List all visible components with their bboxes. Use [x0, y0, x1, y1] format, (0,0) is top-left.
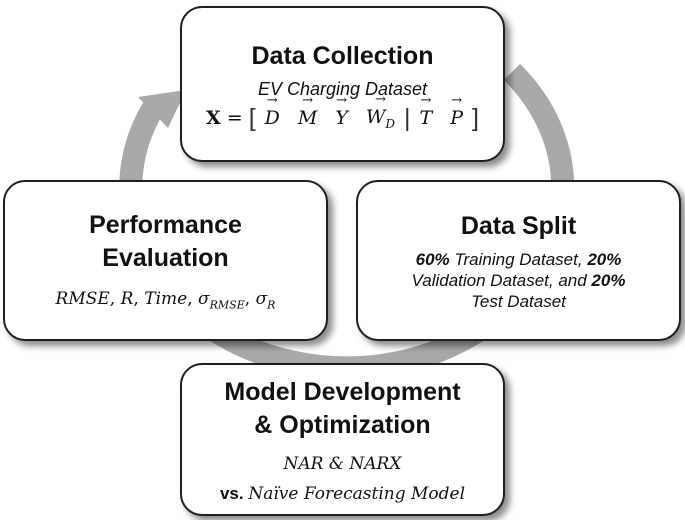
- performance-metrics: RMSE, R, Time, σRMSE, σR: [55, 289, 276, 312]
- model-methods: NAR & NARX: [283, 453, 402, 474]
- performance-evaluation-box: Performance Evaluation RMSE, R, Time, σR…: [3, 180, 328, 341]
- data-collection-box: Data Collection EV Charging Dataset X = …: [180, 6, 505, 162]
- data-split-description: 60% Training Dataset, 20% Validation Dat…: [411, 249, 626, 311]
- vector-w: WD: [366, 93, 395, 131]
- model-comparison: vs. Naïve Forecasting Model: [219, 483, 466, 504]
- model-development-title-line1: Model Development: [224, 377, 461, 406]
- data-split-title: Data Split: [460, 211, 577, 240]
- data-collection-title: Data Collection: [251, 41, 434, 70]
- feature-matrix-formula: X = [ D M Y WD | T P ]: [206, 93, 479, 132]
- vector-y: Y: [335, 94, 348, 129]
- performance-title-line1: Performance: [89, 211, 242, 240]
- model-development-title-line2: & Optimization: [254, 410, 431, 439]
- vector-p: P: [450, 94, 463, 129]
- vector-m: M: [298, 94, 318, 129]
- separator: |: [404, 103, 411, 132]
- vector-t: T: [420, 94, 433, 129]
- cycle-arrowhead: [138, 90, 186, 128]
- data-split-box: Data Split 60% Training Dataset, 20% Val…: [356, 180, 681, 341]
- vector-d: D: [265, 94, 280, 129]
- model-development-box: Model Development & Optimization NAR & N…: [180, 363, 505, 516]
- performance-title-line2: Evaluation: [102, 244, 229, 273]
